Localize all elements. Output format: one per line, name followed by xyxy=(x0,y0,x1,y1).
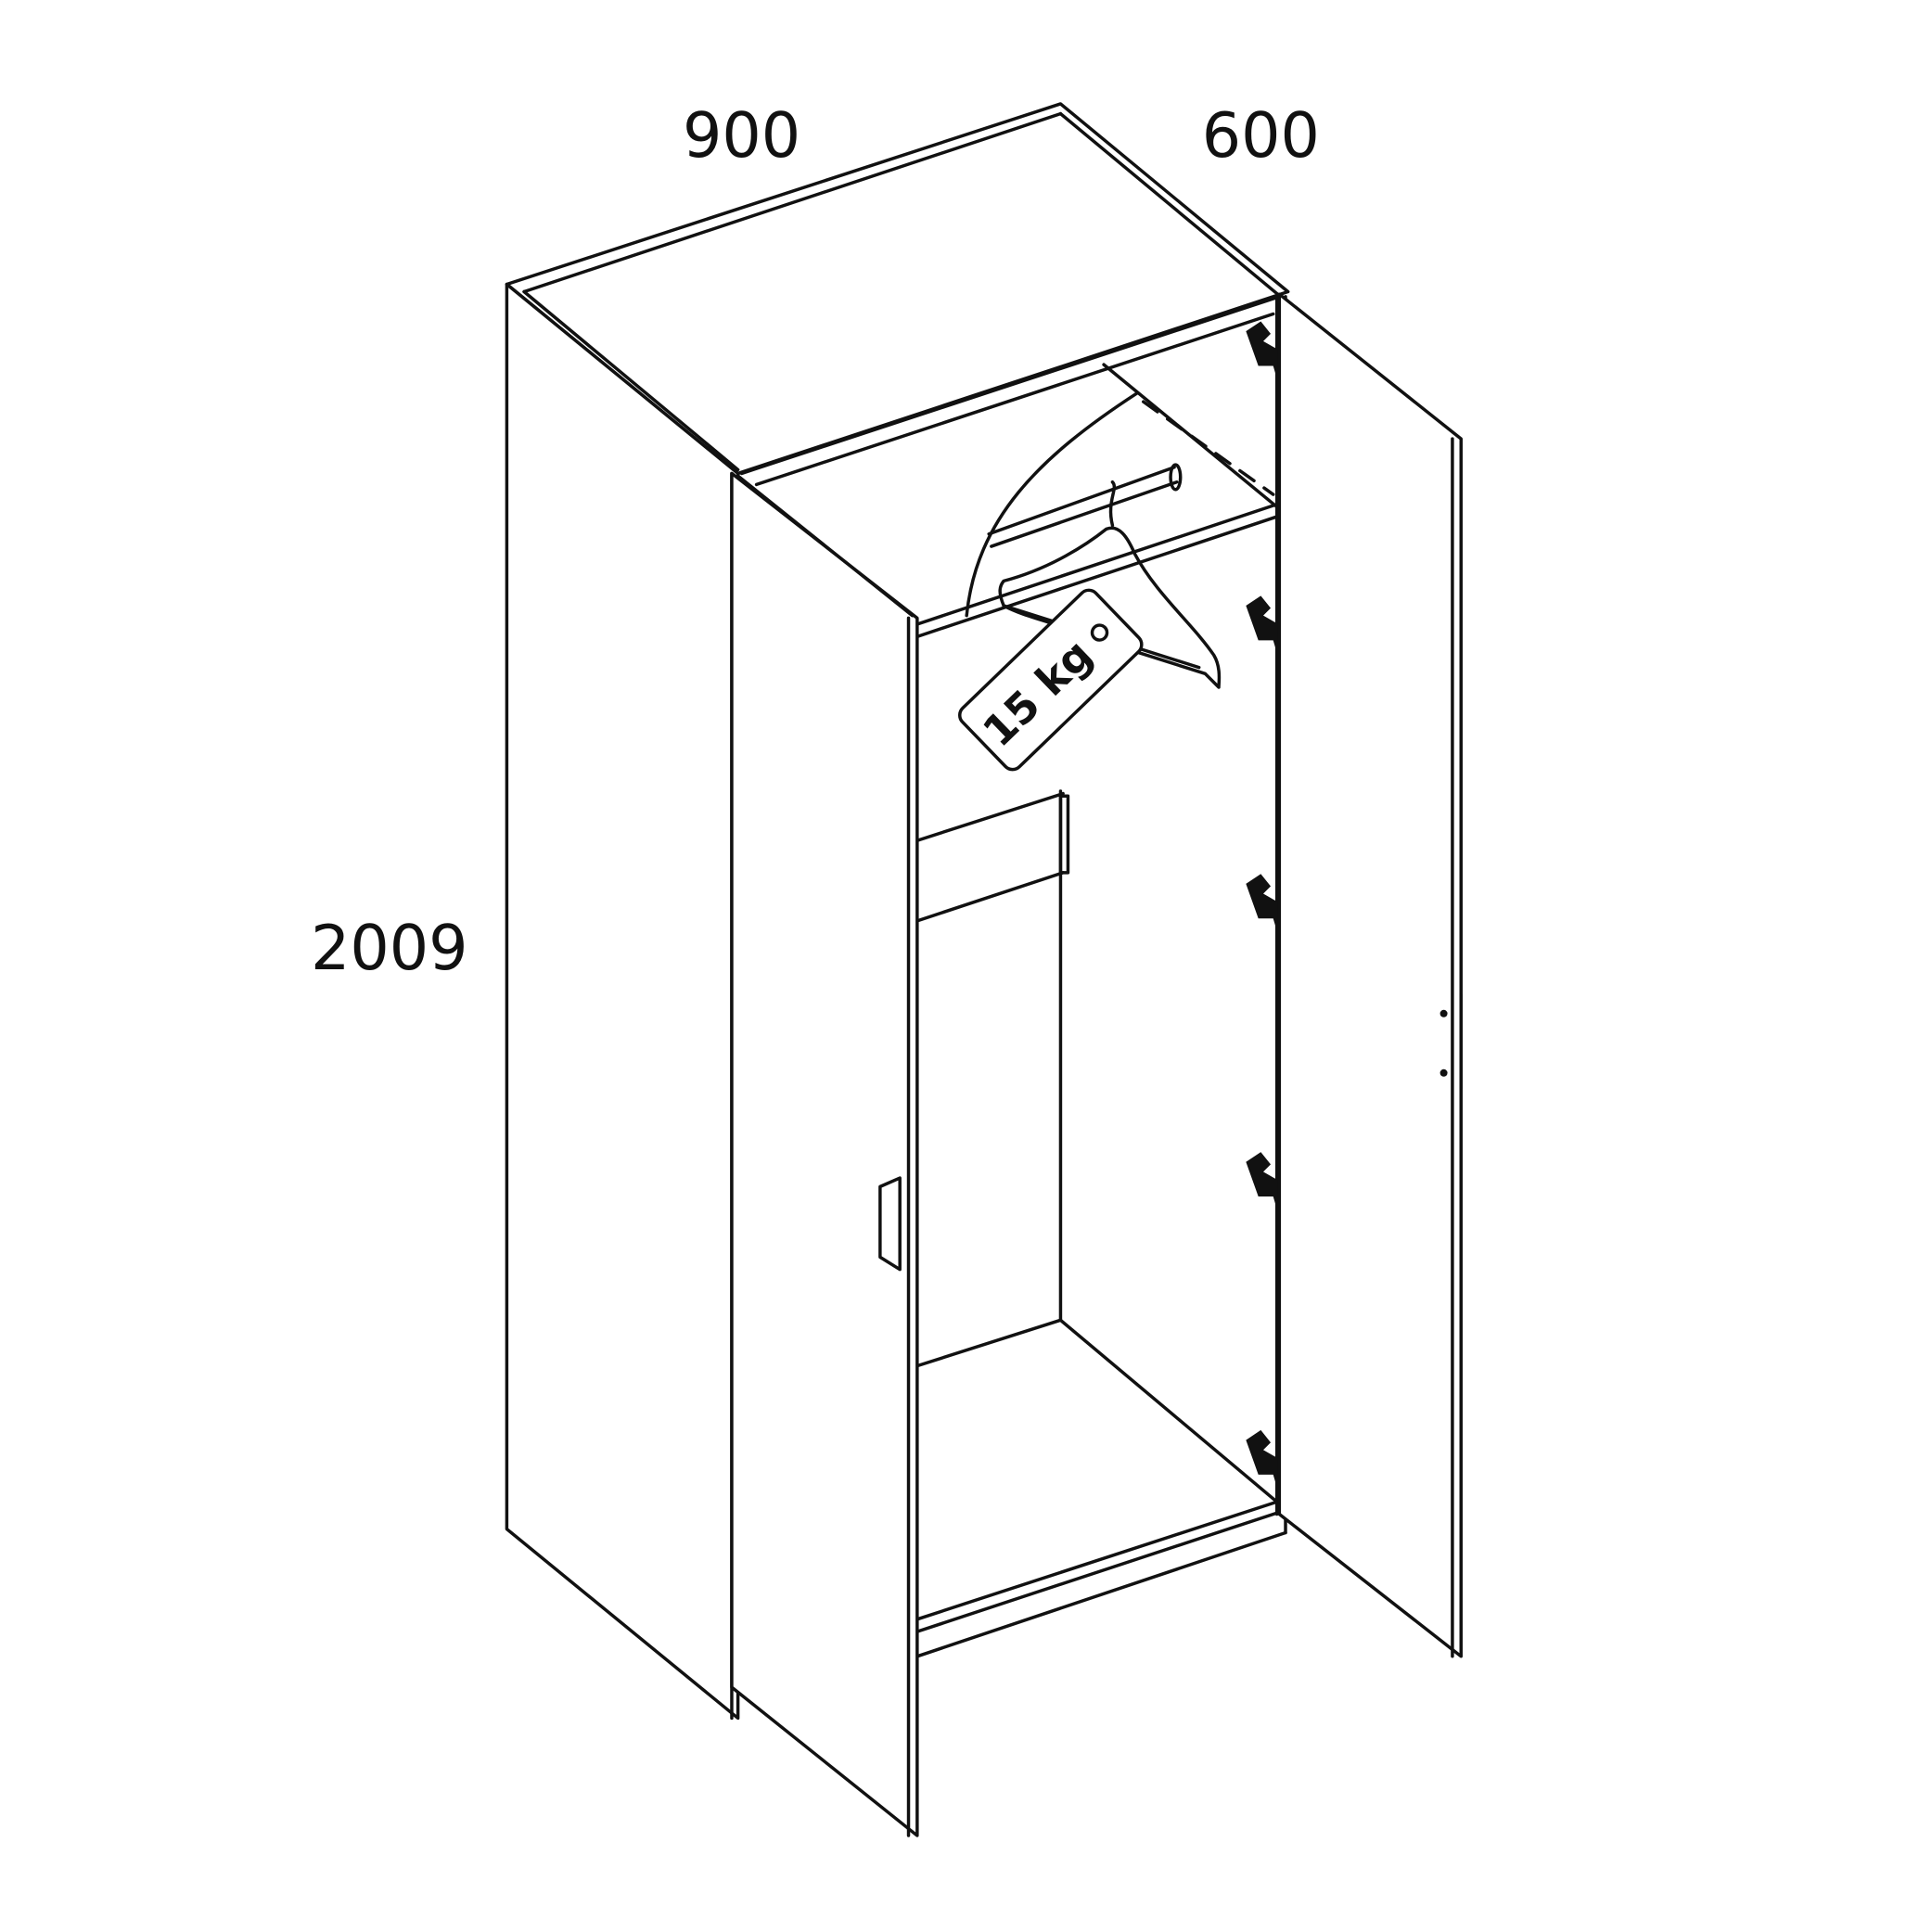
right-door xyxy=(1277,292,1463,1658)
interior: 15 kg xyxy=(739,295,1287,1658)
height-dimension: 2009 xyxy=(311,912,468,984)
depth-dimension: 600 xyxy=(1202,99,1320,172)
divider-shelf xyxy=(915,791,1070,923)
door-swing-arc xyxy=(965,391,1139,618)
door-handle xyxy=(878,1176,902,1272)
hanging-rail xyxy=(987,463,1183,548)
plinth xyxy=(915,1500,1287,1658)
left-side-panel xyxy=(505,282,740,1721)
width-dimension: 900 xyxy=(683,99,800,172)
left-door xyxy=(730,471,919,1837)
shelf xyxy=(915,503,1279,626)
